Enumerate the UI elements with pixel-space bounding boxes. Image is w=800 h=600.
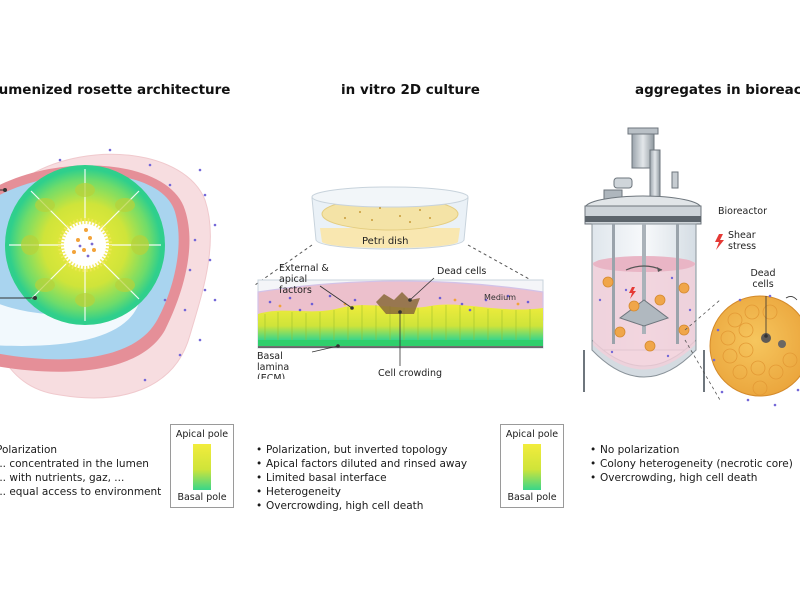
label-petri-dish: Petri dish xyxy=(362,236,409,247)
polarity-gradient-bar xyxy=(193,444,211,490)
panel-1-bullets: Polarization ... concentrated in the lum… xyxy=(0,443,161,499)
panel-2-title: in vitro 2D culture xyxy=(341,82,480,98)
bioreactor-illustration xyxy=(583,127,800,407)
label-shear-stress-fo: Shear stress xyxy=(728,230,757,252)
legend-basal-label: Basal pole xyxy=(507,492,557,503)
list-item: Polarization, but inverted topology xyxy=(256,443,467,457)
label-basal-lamina: Basal lamina (ECM) xyxy=(257,351,290,379)
list-item: Heterogeneity xyxy=(256,485,467,499)
label-shear-stress: Shear stress xyxy=(728,230,757,252)
legend-apical-label: Apical pole xyxy=(505,429,559,440)
petri-dish-illustration xyxy=(254,186,544,366)
legend-apical-label: Apical pole xyxy=(175,429,229,440)
polarity-legend-1: Apical pole Basal pole xyxy=(170,424,234,508)
list-item: Overcrowding, high cell death xyxy=(590,471,793,485)
polarity-legend-2: Apical pole Basal pole xyxy=(500,424,564,508)
polarity-gradient-bar xyxy=(523,444,541,490)
label-external-apical-fo: External & apical factors xyxy=(279,263,329,295)
panel-3-title: aggregates in bioreactor xyxy=(635,82,800,98)
list-item: ... with nutrients, gaz, ... xyxy=(0,471,161,485)
list-item: Limited basal interface xyxy=(256,471,467,485)
label-dead-cells-agg-fo: Dead cells xyxy=(750,268,776,290)
panel-2-bullets: Polarization, but inverted topology Apic… xyxy=(256,443,467,513)
list-item: Overcrowding, high cell death xyxy=(256,499,467,513)
list-item: ... equal access to environment xyxy=(0,485,161,499)
label-dead-cells-agg: Dead cells xyxy=(750,268,776,290)
rosette-illustration xyxy=(0,148,217,399)
label-medium: Medium xyxy=(484,293,516,302)
label-dead-cells-2d: Dead cells xyxy=(437,266,486,277)
list-item: No polarization xyxy=(590,443,793,457)
list-item: Apical factors diluted and rinsed away xyxy=(256,457,467,471)
label-external-apical: External & apical factors xyxy=(279,263,329,295)
legend-basal-label: Basal pole xyxy=(177,492,227,503)
label-cell-crowding: Cell crowding xyxy=(378,368,442,379)
panel-3-bullets: No polarization Colony heterogeneity (ne… xyxy=(590,443,793,485)
label-basal-lamina-fo: Basal lamina (ECM) xyxy=(257,351,290,379)
list-item: Polarization xyxy=(0,443,161,457)
shear-stress-lightning-icon xyxy=(715,234,724,250)
list-item: Colony heterogeneity (necrotic core) xyxy=(590,457,793,471)
panel-1-title: lumenized rosette architecture xyxy=(0,82,231,98)
label-bioreactor: Bioreactor xyxy=(718,206,767,217)
list-item: ... concentrated in the lumen xyxy=(0,457,161,471)
